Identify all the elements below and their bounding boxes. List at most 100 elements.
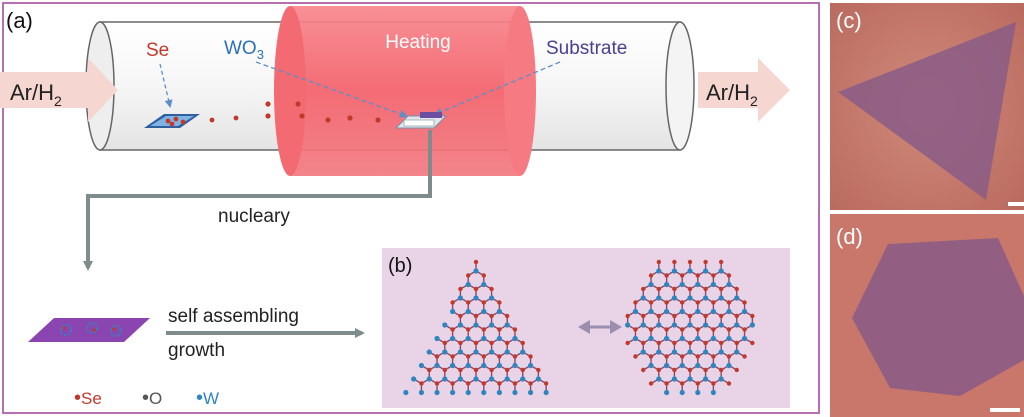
- se-atom: [664, 381, 669, 386]
- se-atom: [711, 300, 716, 305]
- se-atom: [633, 354, 638, 359]
- se-atom: [718, 367, 724, 373]
- se-atom: [703, 313, 708, 319]
- w-atom: [465, 335, 471, 342]
- w-atom: [465, 308, 471, 315]
- se-atom: [419, 381, 424, 386]
- se-atom: [528, 354, 533, 359]
- panel-b-label: (b): [388, 255, 412, 277]
- se-atom: [466, 354, 471, 359]
- w-atom: [527, 389, 534, 396]
- w-atom: [457, 376, 464, 382]
- se-atom: [427, 367, 432, 373]
- w-atom: [520, 349, 526, 355]
- w-atom: [481, 281, 487, 288]
- w-atom: [718, 295, 724, 301]
- w-atom: [671, 349, 678, 355]
- w-atom: [749, 322, 755, 328]
- se-pointer: [159, 63, 173, 108]
- se-atom: [680, 273, 685, 278]
- w-atom: [632, 308, 639, 315]
- w-atom: [718, 376, 724, 382]
- se-atom: [641, 340, 646, 346]
- w-atom: [726, 362, 732, 369]
- se-atom: [734, 313, 739, 319]
- gas-inlet-arrow: [0, 58, 118, 122]
- se-atom: [664, 300, 669, 305]
- se-atom: [726, 354, 732, 359]
- se-atom: [742, 300, 747, 305]
- w-atom: [496, 335, 502, 342]
- gas-outlet-label: Ar/H2: [706, 80, 758, 109]
- se-atom: [450, 354, 455, 359]
- se-atom: [442, 340, 448, 346]
- w-atom: [465, 389, 471, 396]
- w-atom: [702, 349, 709, 355]
- w-atom: [726, 335, 732, 342]
- w-atom: [520, 376, 526, 382]
- se-atom: [656, 340, 662, 346]
- se-atom: [504, 313, 510, 319]
- gas-inlet-label: Ar/H2: [10, 80, 62, 109]
- se-atom: [750, 340, 755, 346]
- w-atom: [687, 268, 693, 274]
- w-atom: [734, 295, 740, 301]
- w-atom: [457, 349, 464, 355]
- se-atom: [718, 286, 724, 292]
- w-atom: [664, 389, 670, 396]
- w-atom: [671, 376, 678, 382]
- se-atom: [497, 354, 502, 359]
- se-atom: [672, 340, 677, 346]
- se-atom: [473, 340, 479, 346]
- se-atom: [711, 354, 716, 359]
- se-atom: [473, 259, 479, 265]
- legend-se: •Se: [74, 387, 102, 409]
- wo3-pointer: [255, 61, 408, 118]
- se-atom: [672, 313, 677, 319]
- w-atom: [640, 322, 646, 328]
- w-atom: [656, 376, 662, 382]
- se-atom: [481, 354, 486, 359]
- se-atom: [489, 313, 494, 319]
- se-atom: [687, 367, 693, 373]
- w-atom: [648, 281, 654, 288]
- w-atom: [734, 349, 740, 355]
- w-atom: [710, 308, 716, 315]
- w-atom: [702, 376, 709, 382]
- se-atom: [711, 381, 716, 386]
- w-atom: [434, 389, 440, 396]
- w-atom: [473, 322, 479, 328]
- w-atom: [496, 362, 502, 369]
- se-atom: [466, 273, 471, 278]
- se-atom: [625, 313, 630, 319]
- panel-c-micrograph: [830, 3, 1024, 210]
- w-atom: [695, 335, 701, 342]
- se-atom: [641, 313, 646, 319]
- w-atom: [465, 362, 471, 369]
- se-atom: [687, 340, 693, 346]
- se-atom: [726, 273, 732, 278]
- w-atom: [457, 322, 464, 328]
- w-atom: [687, 376, 693, 382]
- w-atom: [726, 281, 732, 288]
- w-atom: [656, 349, 662, 355]
- se-atom: [703, 340, 708, 346]
- se-atom: [641, 286, 646, 292]
- w-atom: [450, 308, 456, 315]
- nucleation-substrate: [28, 318, 150, 342]
- se-atom: [664, 327, 669, 332]
- se-atom: [473, 367, 479, 373]
- w-atom: [434, 335, 440, 342]
- w-atom: [718, 322, 724, 328]
- heating-label: Heating: [385, 32, 451, 53]
- se-atom: [726, 300, 732, 305]
- se-atom: [680, 381, 685, 386]
- w-atom: [488, 322, 495, 328]
- w-atom: [450, 335, 456, 342]
- se-atom: [458, 313, 463, 319]
- w-atom: [648, 308, 654, 315]
- w-atom: [535, 376, 541, 382]
- w-atom: [512, 389, 518, 396]
- w-atom: [671, 295, 678, 301]
